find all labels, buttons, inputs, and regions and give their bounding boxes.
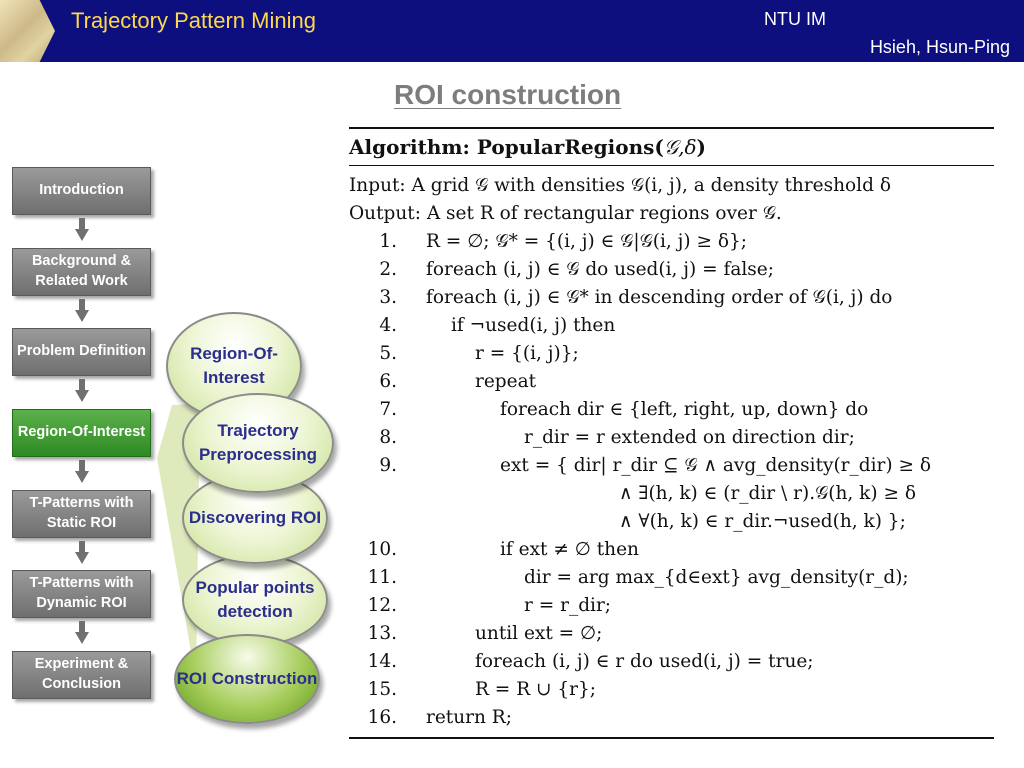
step-code: foreach (i, j) ∈ 𝒢 do used(i, j) = false… (426, 259, 774, 280)
step-code: ∧ ∀(h, k) ∈ r_dir.¬used(h, k) }; (619, 511, 906, 532)
algorithm-step: ∧ ∀(h, k) ∈ r_dir.¬used(h, k) }; (349, 507, 994, 535)
step-code: R = R ∪ {r}; (475, 679, 596, 700)
step-number: 13. (367, 623, 397, 644)
step-number: 15. (367, 679, 397, 700)
step-code: until ext = ∅; (475, 623, 603, 644)
algorithm-box: Algorithm: PopularRegions(𝒢,δ) Input: A … (349, 127, 994, 739)
algorithm-step: 8. r_dir = r extended on direction dir; (349, 423, 994, 451)
step-code: foreach dir ∈ {left, right, up, down} do (500, 399, 869, 420)
algorithm-step: 3. foreach (i, j) ∈ 𝒢* in descending orde… (349, 283, 994, 311)
organization-label: NTU IM (764, 9, 826, 29)
algorithm-step: 2. foreach (i, j) ∈ 𝒢 do used(i, j) = fal… (349, 255, 994, 283)
oval-trajectory-preprocessing: Trajectory Preprocessing (182, 393, 334, 493)
algorithm-step: 15. R = R ∪ {r}; (349, 675, 994, 703)
author-label: Hsieh, Hsun-Ping (869, 37, 1010, 57)
step-number: 2. (379, 259, 397, 280)
step-number: 4. (379, 315, 397, 336)
rule-bottom (349, 737, 994, 739)
algorithm-title-close: ) (696, 135, 706, 159)
arrow-down-icon (75, 299, 89, 323)
step-number: 10. (367, 539, 397, 560)
step-code: dir = arg max_{d∈ext} avg_density(r_d); (524, 567, 909, 588)
rule-mid (349, 165, 994, 166)
step-code: r_dir = r extended on direction dir; (524, 427, 855, 448)
step-number: 9. (379, 455, 397, 476)
algorithm-step: 4. if ¬used(i, j) then (349, 311, 994, 339)
rule-top (349, 127, 994, 129)
oval-popular-points: Popular points detection (182, 554, 328, 646)
algorithm-title-text: Algorithm: PopularRegions( (349, 135, 664, 159)
step-code: r = {(i, j)}; (475, 343, 579, 364)
step-number: 14. (367, 651, 397, 672)
presentation-title: Trajectory Pattern Mining (71, 8, 316, 33)
step-number: 16. (367, 707, 397, 728)
algorithm-step: 13. until ext = ∅; (349, 619, 994, 647)
algorithm-body: Input: A grid 𝒢 with densities 𝒢(i, j), … (349, 166, 994, 737)
algorithm-step: 9. ext = { dir| r_dir ⊆ 𝒢 ∧ avg_density(r… (349, 451, 994, 479)
arrow-down-icon (75, 541, 89, 565)
algorithm-step: 1. R = ∅; 𝒢* = {(i, j) ∈ 𝒢|𝒢(i, j) ≥ δ}; (349, 227, 994, 255)
step-code: return R; (426, 707, 512, 728)
algorithm-step: 11. dir = arg max_{d∈ext} avg_density(r_d… (349, 563, 994, 591)
nav-item-background[interactable]: Background & Related Work (12, 248, 151, 296)
algorithm-steps: 1. R = ∅; 𝒢* = {(i, j) ∈ 𝒢|𝒢(i, j) ≥ δ}; 2… (349, 227, 994, 731)
step-code: ∧ ∃(h, k) ∈ (r_dir \ r).𝒢(h, k) ≥ δ (619, 483, 916, 504)
algorithm-step: 10. if ext ≠ ∅ then (349, 535, 994, 563)
step-number: 7. (379, 399, 397, 420)
step-code: if ext ≠ ∅ then (500, 539, 639, 560)
algorithm-step: 12. r = r_dir; (349, 591, 994, 619)
step-number: 11. (367, 567, 397, 588)
arrow-down-icon (75, 379, 89, 403)
nav-item-region-of-interest[interactable]: Region-Of-Interest (12, 409, 151, 457)
algorithm-step: 6. repeat (349, 367, 994, 395)
oval-roi-construction: ROI Construction (174, 634, 320, 724)
slide-title: ROI construction (394, 79, 622, 110)
algorithm-step: 7. foreach dir ∈ {left, right, up, down} … (349, 395, 994, 423)
step-number: 3. (379, 287, 397, 308)
algorithm-output: Output: A set R of rectangular regions o… (349, 202, 782, 224)
step-number: 6. (379, 371, 397, 392)
step-number: 12. (367, 595, 397, 616)
algorithm-title: Algorithm: PopularRegions(𝒢,δ) (349, 129, 994, 165)
step-code: foreach (i, j) ∈ r do used(i, j) = true; (475, 651, 814, 672)
step-code: if ¬used(i, j) then (451, 315, 616, 336)
step-code: foreach (i, j) ∈ 𝒢* in descending order … (426, 287, 893, 308)
step-code: R = ∅; 𝒢* = {(i, j) ∈ 𝒢|𝒢(i, j) ≥ δ}; (426, 231, 748, 252)
step-code: r = r_dir; (524, 595, 612, 616)
nav-item-introduction[interactable]: Introduction (12, 167, 151, 215)
step-number: 5. (379, 343, 397, 364)
algorithm-step: ∧ ∃(h, k) ∈ (r_dir \ r).𝒢(h, k) ≥ δ (349, 479, 994, 507)
arrow-down-icon (75, 218, 89, 242)
nav-item-dynamic-roi[interactable]: T-Patterns with Dynamic ROI (12, 570, 151, 618)
arrow-down-icon (75, 460, 89, 484)
step-number: 1. (379, 231, 397, 252)
header-bar: Trajectory Pattern Mining NTU IM Hsieh, … (0, 0, 1024, 62)
nav-item-problem-definition[interactable]: Problem Definition (12, 328, 151, 376)
step-code: repeat (475, 371, 537, 392)
arrow-down-icon (75, 621, 89, 645)
nav-item-static-roi[interactable]: T-Patterns with Static ROI (12, 490, 151, 538)
algorithm-input: Input: A grid 𝒢 with densities 𝒢(i, j), … (349, 174, 891, 196)
step-number: 8. (379, 427, 397, 448)
algorithm-step: 5. r = {(i, j)}; (349, 339, 994, 367)
step-code: ext = { dir| r_dir ⊆ 𝒢 ∧ avg_density(r_d… (500, 455, 931, 476)
nav-item-experiment[interactable]: Experiment & Conclusion (12, 651, 151, 699)
algorithm-title-args: 𝒢,δ (663, 135, 697, 159)
algorithm-step: 16. return R; (349, 703, 994, 731)
algorithm-step: 14. foreach (i, j) ∈ r do used(i, j) = tr… (349, 647, 994, 675)
